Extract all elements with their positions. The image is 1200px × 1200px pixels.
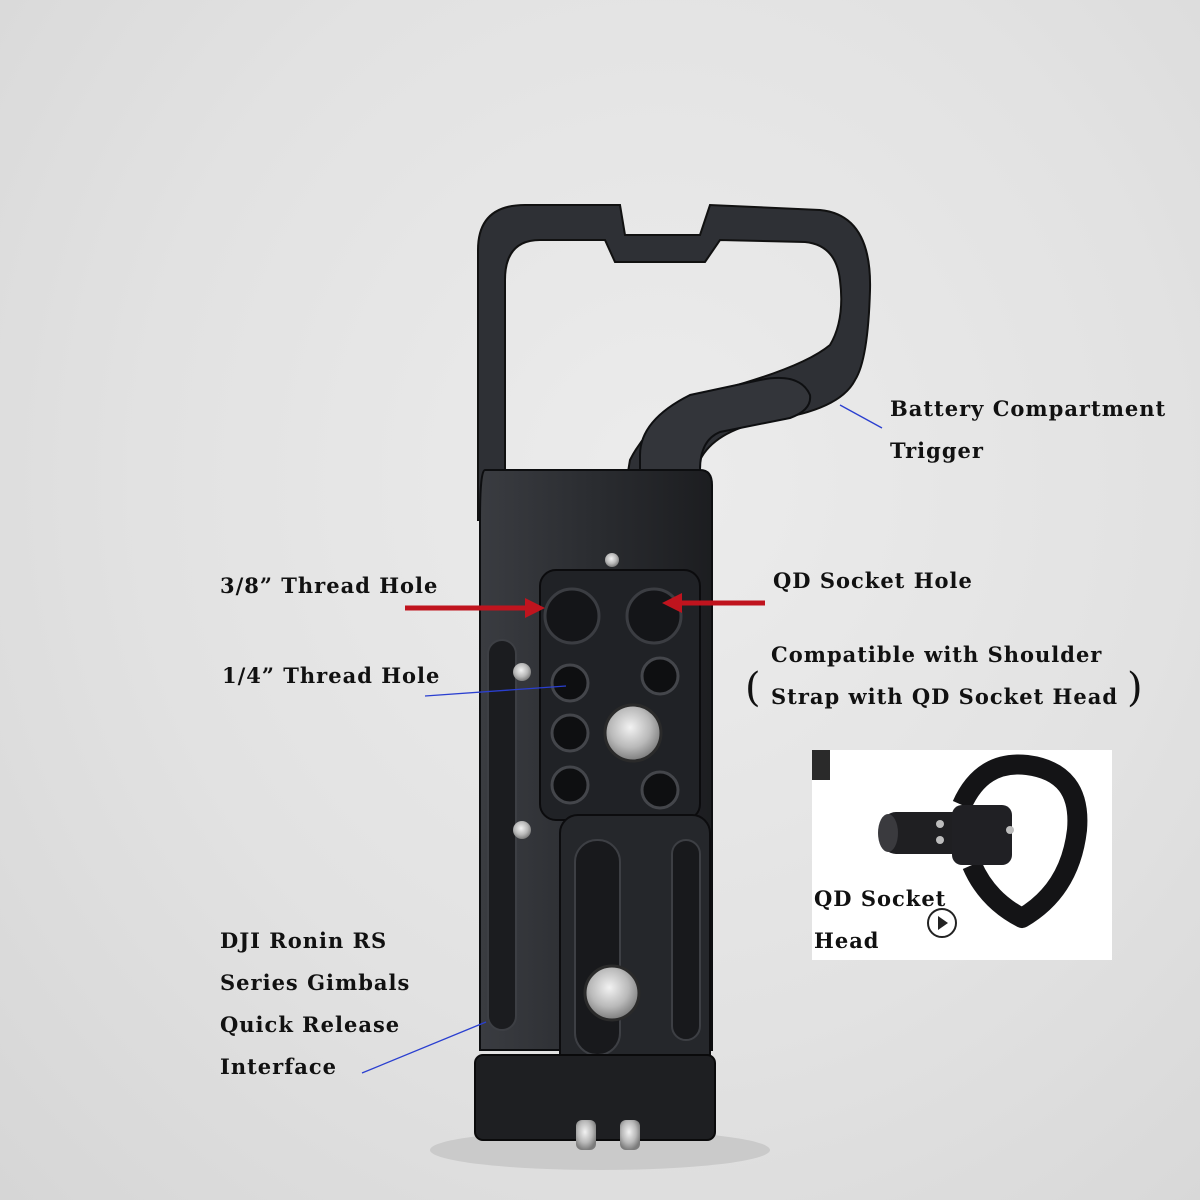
qd-head-label-line2: Head: [814, 928, 880, 953]
qr-screw: [583, 964, 641, 1022]
compatible-label-line2: Strap with QD Socket Head: [771, 684, 1119, 709]
rail-pin-bottom: [513, 821, 531, 839]
small-hole: [550, 713, 590, 753]
dji-label: DJI Ronin RS Series Gimbals Quick Releas…: [220, 920, 410, 1088]
qd-socket-head-inset: [812, 750, 1112, 960]
bottom-pin: [576, 1120, 596, 1150]
qd-socket-head-illustration: [812, 750, 1088, 928]
side-rail: [487, 639, 517, 1031]
battery-label-line1: Battery Compartment: [890, 396, 1167, 421]
thread14-leader: [424, 685, 567, 697]
chevron-right-circle-icon: [927, 908, 957, 938]
rail-pin-top: [513, 663, 531, 681]
arrow-qd-head: [662, 593, 682, 613]
paren-close: ): [1127, 665, 1143, 711]
qd-socket-hole: [625, 587, 683, 645]
small-hole: [640, 656, 680, 696]
thread-38-label: 3/8” Thread Hole: [220, 573, 439, 598]
battery-label: Battery Compartment Trigger: [890, 388, 1166, 472]
dji-label-line2: Series Gimbals: [220, 970, 411, 995]
dji-label-line3: Quick Release: [220, 1012, 401, 1037]
dji-label-line1: DJI Ronin RS: [220, 928, 388, 953]
dji-leader: [361, 1021, 487, 1074]
thread-hole-38: [543, 587, 601, 645]
small-hole: [640, 770, 680, 810]
small-pin: [605, 553, 619, 567]
thread-hole-14: [550, 663, 590, 703]
qd-head-label: QD Socket Head: [814, 878, 946, 962]
thread-14-label: 1/4” Thread Hole: [222, 663, 441, 688]
arrow-38-head: [525, 598, 545, 618]
qd-head-label-line1: QD Socket: [814, 886, 947, 911]
battery-label-line2: Trigger: [890, 438, 984, 463]
qr-slot-right: [671, 839, 701, 1041]
battery-leader: [839, 404, 883, 429]
small-hole: [550, 765, 590, 805]
qd-socket-hole-label: QD Socket Hole: [773, 568, 973, 593]
compatible-label-line1: Compatible with Shoulder: [771, 642, 1103, 667]
qr-slot-left: [574, 839, 621, 1056]
center-screw: [603, 703, 663, 763]
dji-label-line4: Interface: [220, 1054, 338, 1079]
paren-open: (: [745, 665, 761, 711]
compatible-label: Compatible with Shoulder Strap with QD S…: [771, 634, 1118, 718]
bottom-pin: [620, 1120, 640, 1150]
